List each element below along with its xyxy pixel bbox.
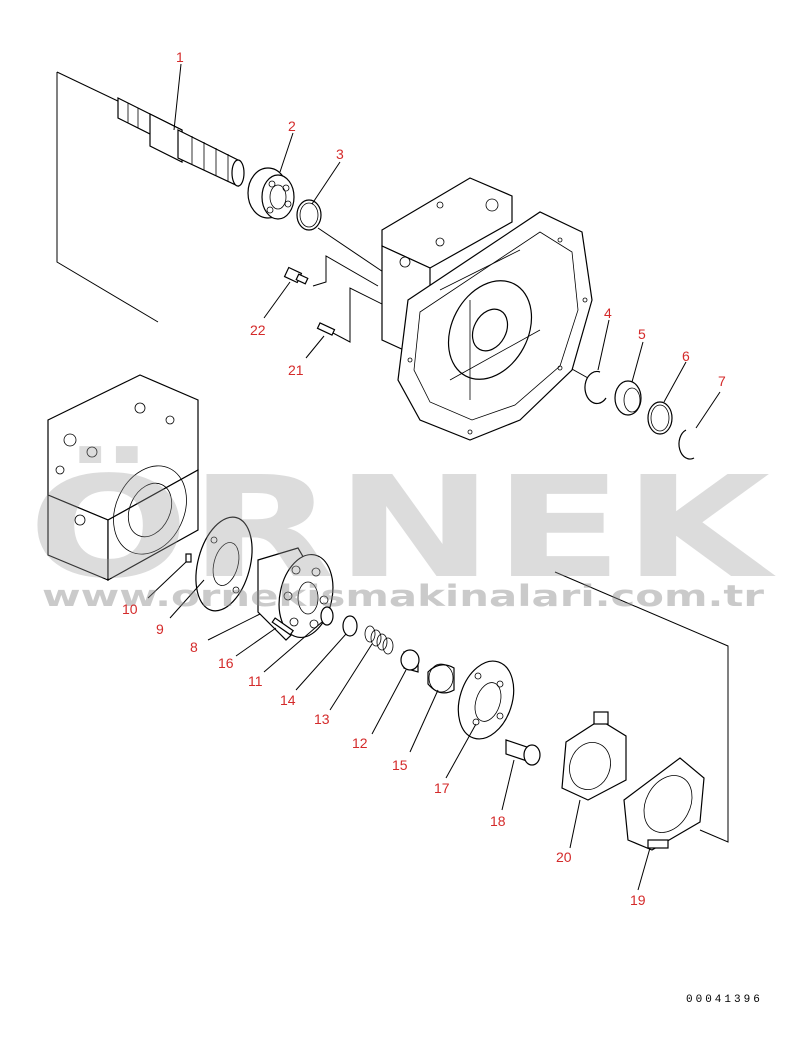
part-17-retainer-plate	[457, 660, 515, 740]
callout-19: 19	[630, 892, 646, 908]
part-1-drive-shaft	[117, 97, 245, 187]
part-21-pin	[316, 322, 336, 336]
part-19-cradle	[623, 757, 705, 851]
part-3-seal-ring	[296, 199, 322, 231]
callout-10: 10	[122, 601, 138, 617]
callout-4: 4	[604, 305, 612, 321]
callout-leaders	[147, 63, 721, 891]
part-12-bushing	[400, 649, 420, 673]
callout-1: 1	[176, 49, 184, 65]
callout-18: 18	[490, 813, 506, 829]
part-8-cylinder-block	[257, 547, 334, 641]
watermark-brand: ÖRNEK	[28, 445, 776, 610]
callout-11: 11	[248, 673, 263, 689]
part-18-piston-shoe	[505, 739, 541, 766]
part-13-spring	[364, 625, 394, 655]
callout-6: 6	[682, 348, 690, 364]
part-2-bearing	[247, 167, 295, 220]
callout-20: 20	[556, 849, 572, 865]
callout-7: 7	[718, 373, 726, 389]
callout-2: 2	[288, 118, 296, 134]
callout-21: 21	[288, 362, 304, 378]
part-10-pin	[185, 553, 192, 563]
part-15-spherical-bushing	[427, 663, 455, 694]
callout-5: 5	[638, 326, 646, 342]
callout-3: 3	[336, 146, 344, 162]
callout-13: 13	[314, 711, 330, 727]
callout-16: 16	[218, 655, 234, 671]
callout-22: 22	[250, 322, 266, 338]
part-7-snap-ring	[678, 429, 695, 460]
pump-housing	[381, 177, 593, 441]
valve-block	[47, 374, 199, 582]
callout-17: 17	[434, 780, 450, 796]
document-number: 00041396	[686, 994, 763, 1006]
part-16-pin	[271, 617, 294, 636]
part-5-needle-bearing	[614, 380, 642, 416]
callout-9: 9	[156, 621, 164, 637]
callout-14: 14	[280, 692, 296, 708]
part-20-swash-plate	[561, 711, 627, 801]
part-14-washer	[342, 615, 358, 637]
watermark-url: www.ornekismakinalari.com.tr	[42, 579, 765, 613]
callout-12: 12	[352, 735, 368, 751]
callout-labels: 1 2 3 4 5 6 7 8 9 10 11 12 13 14 15 16 1…	[122, 49, 726, 908]
watermark: ÖRNEK www.ornekismakinalari.com.tr	[28, 445, 776, 613]
callout-8: 8	[190, 639, 198, 655]
part-11-snap-ring	[320, 606, 334, 626]
part-4-snap-ring	[584, 370, 607, 405]
part-22-plug	[283, 266, 309, 285]
callout-15: 15	[392, 757, 408, 773]
part-9-valve-plate	[195, 516, 253, 612]
part-6-spacer-ring	[647, 401, 673, 435]
